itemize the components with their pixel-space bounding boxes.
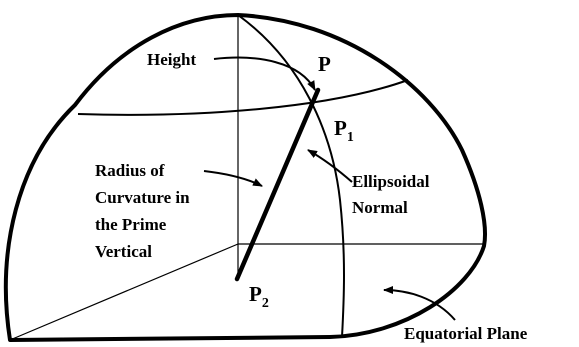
radius-arrow: [203, 170, 263, 187]
radius-label-line-2: Curvature in: [95, 188, 190, 207]
point-p1-label: P1: [334, 116, 354, 145]
ellipsoidal-normal-line-1: Ellipsoidal: [352, 172, 430, 191]
meridian-arc: [237, 14, 345, 338]
point-p2-main: P: [249, 282, 262, 306]
point-p2-label: P2: [249, 282, 269, 311]
equatorial-diagonal-line: [9, 243, 239, 341]
height-label: Height: [147, 50, 196, 69]
ellipsoidal-normal-line: [234, 87, 321, 282]
equatorial-plane-arrow: [383, 286, 456, 321]
point-p2-sub: 2: [262, 296, 269, 311]
ellipsoidal-normal-line-2: Normal: [352, 198, 408, 217]
latitude-parallel: [77, 79, 409, 116]
ellipsoidal-normal-arrow: [307, 149, 353, 183]
equatorial-plane-label: Equatorial Plane: [404, 324, 528, 343]
ellipsoidal-normal-label: Ellipsoidal Normal: [352, 172, 434, 217]
point-p1-sub: 1: [347, 130, 354, 145]
point-p-label: P: [318, 52, 331, 76]
height-arrow: [213, 56, 316, 91]
point-p1-main: P: [334, 116, 347, 140]
radius-label: Radius of Curvature in the Prime Vertica…: [95, 161, 194, 261]
radius-label-line-3: the Prime: [95, 215, 167, 234]
ellipsoid-outline: [3, 13, 488, 342]
radius-label-line-4: Vertical: [95, 242, 152, 261]
radius-label-line-1: Radius of: [95, 161, 165, 180]
